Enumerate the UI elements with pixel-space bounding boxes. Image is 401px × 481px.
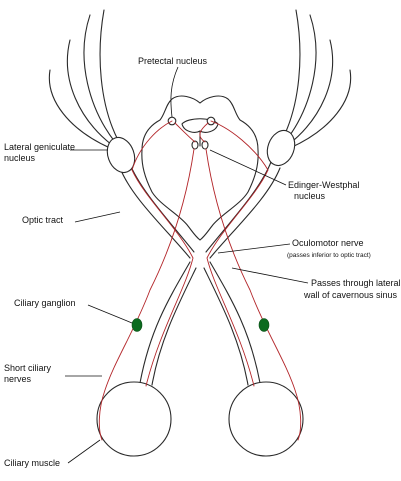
label-edinger-westphal-1: Edinger-Westphal <box>288 180 359 190</box>
ciliary-ganglion-right <box>258 318 270 332</box>
lateral-geniculate-nucleus-right <box>266 129 296 167</box>
label-ciliary-muscle: Ciliary muscle <box>4 458 60 468</box>
aqueduct-outline <box>181 118 219 133</box>
label-pointers <box>65 66 309 464</box>
label-lateral-geniculate-2: nucleus <box>4 153 36 163</box>
label-cavernous-2: wall of cavernous sinus <box>303 290 398 300</box>
edinger-westphal-nucleus-left <box>191 140 199 150</box>
edinger-westphal-nucleus-right <box>201 140 209 150</box>
eye-left <box>96 381 172 457</box>
label-oculomotor-nerve: Oculomotor nerve <box>292 238 364 248</box>
label-oculomotor-note: (passes inferior to optic tract) <box>287 252 371 259</box>
label-ciliary-ganglion: Ciliary ganglion <box>14 298 76 308</box>
label-optic-tract: Optic tract <box>22 215 64 225</box>
label-lateral-geniculate-1: Lateral geniculate <box>4 142 75 152</box>
label-cavernous-1: Passes through lateral <box>311 278 401 288</box>
label-short-ciliary-1: Short ciliary <box>4 363 52 373</box>
optic-radiation-right <box>281 9 352 149</box>
label-edinger-westphal-2: nucleus <box>294 191 326 201</box>
ciliary-ganglion-left <box>131 318 143 332</box>
eye-right <box>228 381 304 457</box>
lateral-geniculate-nucleus-left <box>106 136 136 174</box>
label-short-ciliary-2: nerves <box>4 374 32 384</box>
label-pretectal-nucleus: Pretectal nucleus <box>138 56 208 66</box>
optic-radiation-left <box>48 9 119 149</box>
midbrain <box>141 95 259 241</box>
